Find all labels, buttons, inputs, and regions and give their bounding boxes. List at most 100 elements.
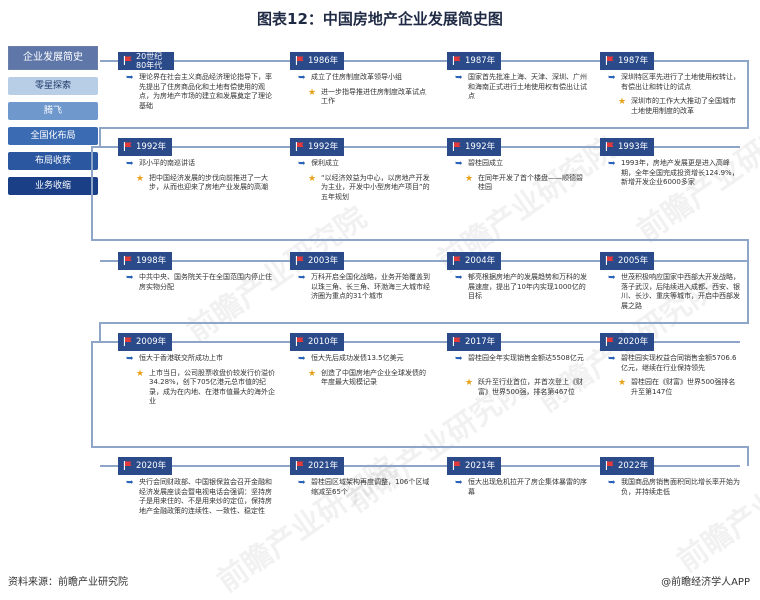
year-label: 2022年	[618, 461, 649, 471]
star-icon: ★	[308, 368, 317, 379]
event-detail: “以经济效益为中心，以房地产开发为主业，开发中小型房地产项目”的五年规划	[321, 173, 430, 201]
year-label: 1987年	[465, 56, 496, 66]
arrow-icon: ➥	[455, 354, 463, 364]
flag-icon	[295, 461, 304, 470]
year-label: 2003年	[308, 256, 339, 266]
year-chip: 1987年	[447, 52, 501, 70]
year-chip: 1992年	[290, 138, 344, 156]
year-chip: 2005年	[600, 252, 654, 270]
flag-icon	[295, 256, 304, 265]
brand-note: @前瞻经济学人APP	[661, 577, 750, 588]
sidebar-legend: 企业发展简史 零星探索 腾飞 全国化布局 布局收获 业务收缩	[8, 46, 98, 195]
flag-icon	[123, 56, 132, 65]
event-detail: 在同年开发了首个楼盘——顺德碧桂园	[478, 173, 583, 192]
timeline-connector	[99, 60, 749, 147]
year-label: 2020年	[136, 461, 167, 471]
year-chip: 1992年	[447, 138, 501, 156]
year-label: 2010年	[308, 337, 339, 347]
page-title: 图表12：中国房地产企业发展简史图	[257, 10, 503, 28]
arrow-icon: ➥	[608, 273, 616, 283]
arrow-icon: ➥	[298, 159, 306, 169]
arrow-icon: ➥	[126, 73, 134, 83]
year-chip: 1986年	[290, 52, 344, 70]
timeline-connector	[91, 341, 749, 466]
year-chip: 2004年	[447, 252, 501, 270]
sidebar-header: 企业发展简史	[8, 46, 98, 70]
year-label: 2021年	[465, 461, 496, 471]
flag-icon	[452, 56, 461, 65]
event-detail: 创造了中国房地产企业全球发债的年度最大规模记录	[321, 368, 426, 387]
event-text: 郁亮根据房地产的发展趋势和万科的发展速度，提出了10年内实现1000亿的目标	[468, 273, 587, 300]
event-detail: 深圳市的工作大大推动了全国城市土地使用制度的改革	[631, 97, 736, 115]
flag-icon	[605, 56, 614, 65]
year-chip: 1993年	[600, 138, 654, 156]
stage-label: 业务收缩	[8, 177, 98, 195]
year-label: 2020年	[618, 337, 649, 347]
arrow-icon: ➥	[126, 354, 134, 364]
arrow-icon: ➥	[126, 159, 134, 169]
event-text: 世茂积极响应国家中西部大开发战略，落子武汉，后陆续进入成都、西安、银川、长沙、重…	[621, 273, 740, 310]
year-chip: 2003年	[290, 252, 344, 270]
event-text: 成立了住房制度改革领导小组	[311, 73, 402, 81]
event-detail: 上市当日，公司股票收盘价较发行价溢价34.28%，创下705亿港元总市值的纪录，…	[149, 368, 275, 406]
year-label: 1993年	[618, 142, 649, 152]
flag-icon	[123, 461, 132, 470]
flag-icon	[605, 256, 614, 265]
event-detail: 进一步指导推进住房制度改革试点工作	[321, 87, 426, 106]
event-text: 恒大出现危机拉开了房企集体暴雷的序幕	[468, 478, 587, 496]
year-chip: 1998年	[118, 252, 172, 270]
arrow-icon: ➥	[608, 73, 616, 83]
year-label: 20世纪80年代	[136, 52, 163, 70]
arrow-icon: ➥	[298, 354, 306, 364]
event-text: 碧桂园成立	[468, 159, 503, 167]
year-label: 1987年	[618, 56, 649, 66]
flag-icon	[605, 337, 614, 346]
stage-label: 零星探索	[8, 77, 98, 95]
event-text: 理论界在社会主义商品经济理论指导下，率先提出了住房商品化和土地有偿使用的观点，为…	[139, 73, 272, 110]
event-detail: 跃升至行业首位，并首次登上《财富》世界500强，排名第467位	[478, 378, 583, 396]
event-text: 1993年，房地产发展更是进入高峰期，全年全国完成投资增长124.9%，新增开发…	[621, 159, 739, 186]
year-chip: 2021年	[290, 457, 344, 475]
year-label: 1986年	[308, 56, 339, 66]
event-text: 碧桂园实现权益合同销售金额5706.6亿元，继续在行业保持领先	[621, 354, 737, 372]
stage-label: 全国化布局	[8, 127, 98, 145]
year-chip: 1992年	[118, 138, 172, 156]
event-text: 碧桂园区域架构再度调整，106个区域缩减至65个	[311, 478, 430, 496]
event-text: 国家首先批准上海、天津、深圳、广州和海南正式进行土地使用权有偿出让试点	[468, 73, 587, 100]
flag-icon	[295, 142, 304, 151]
year-chip: 2010年	[290, 333, 344, 351]
flag-icon	[452, 337, 461, 346]
star-icon: ★	[136, 368, 145, 379]
arrow-icon: ➥	[455, 478, 463, 488]
event-text: 深圳特区率先进行了土地使用权转让，有偿出让和转让的试点	[621, 73, 740, 91]
flag-icon	[452, 142, 461, 151]
year-label: 1992年	[136, 142, 167, 152]
flag-icon	[452, 461, 461, 470]
flag-icon	[295, 56, 304, 65]
event-text: 中共中央、国务院关于在全国范围内停止住房实物分配	[139, 273, 272, 291]
arrow-icon: ➥	[608, 478, 616, 488]
event-text: 邓小平的南巡讲话	[139, 159, 195, 167]
timeline-connector	[91, 146, 749, 261]
star-icon: ★	[308, 173, 317, 184]
stage-label: 布局收获	[8, 152, 98, 170]
year-label: 2009年	[136, 337, 167, 347]
year-chip: 2020年	[118, 457, 172, 475]
event-detail: 碧桂园在《财富》世界500强排名升至第147位	[631, 378, 736, 396]
year-label: 2004年	[465, 256, 496, 266]
year-label: 2005年	[618, 256, 649, 266]
arrow-icon: ➥	[455, 73, 463, 83]
arrow-icon: ➥	[455, 273, 463, 283]
flag-icon	[123, 142, 132, 151]
year-chip: 2009年	[118, 333, 172, 351]
year-chip: 20世纪80年代	[118, 52, 174, 70]
arrow-icon: ➥	[608, 159, 616, 169]
year-chip: 2020年	[600, 333, 654, 351]
star-icon: ★	[308, 87, 317, 98]
flag-icon	[452, 256, 461, 265]
event-text: 恒大先后成功发债13.5亿美元	[311, 354, 404, 362]
arrow-icon: ➥	[126, 478, 134, 488]
arrow-icon: ➥	[298, 73, 306, 83]
source-note: 资料来源：前瞻产业研究院	[8, 577, 128, 588]
event-detail: 把中国经济发展的步伐向前推进了一大步，从而也迎来了房地产业发展的高潮	[149, 173, 268, 192]
